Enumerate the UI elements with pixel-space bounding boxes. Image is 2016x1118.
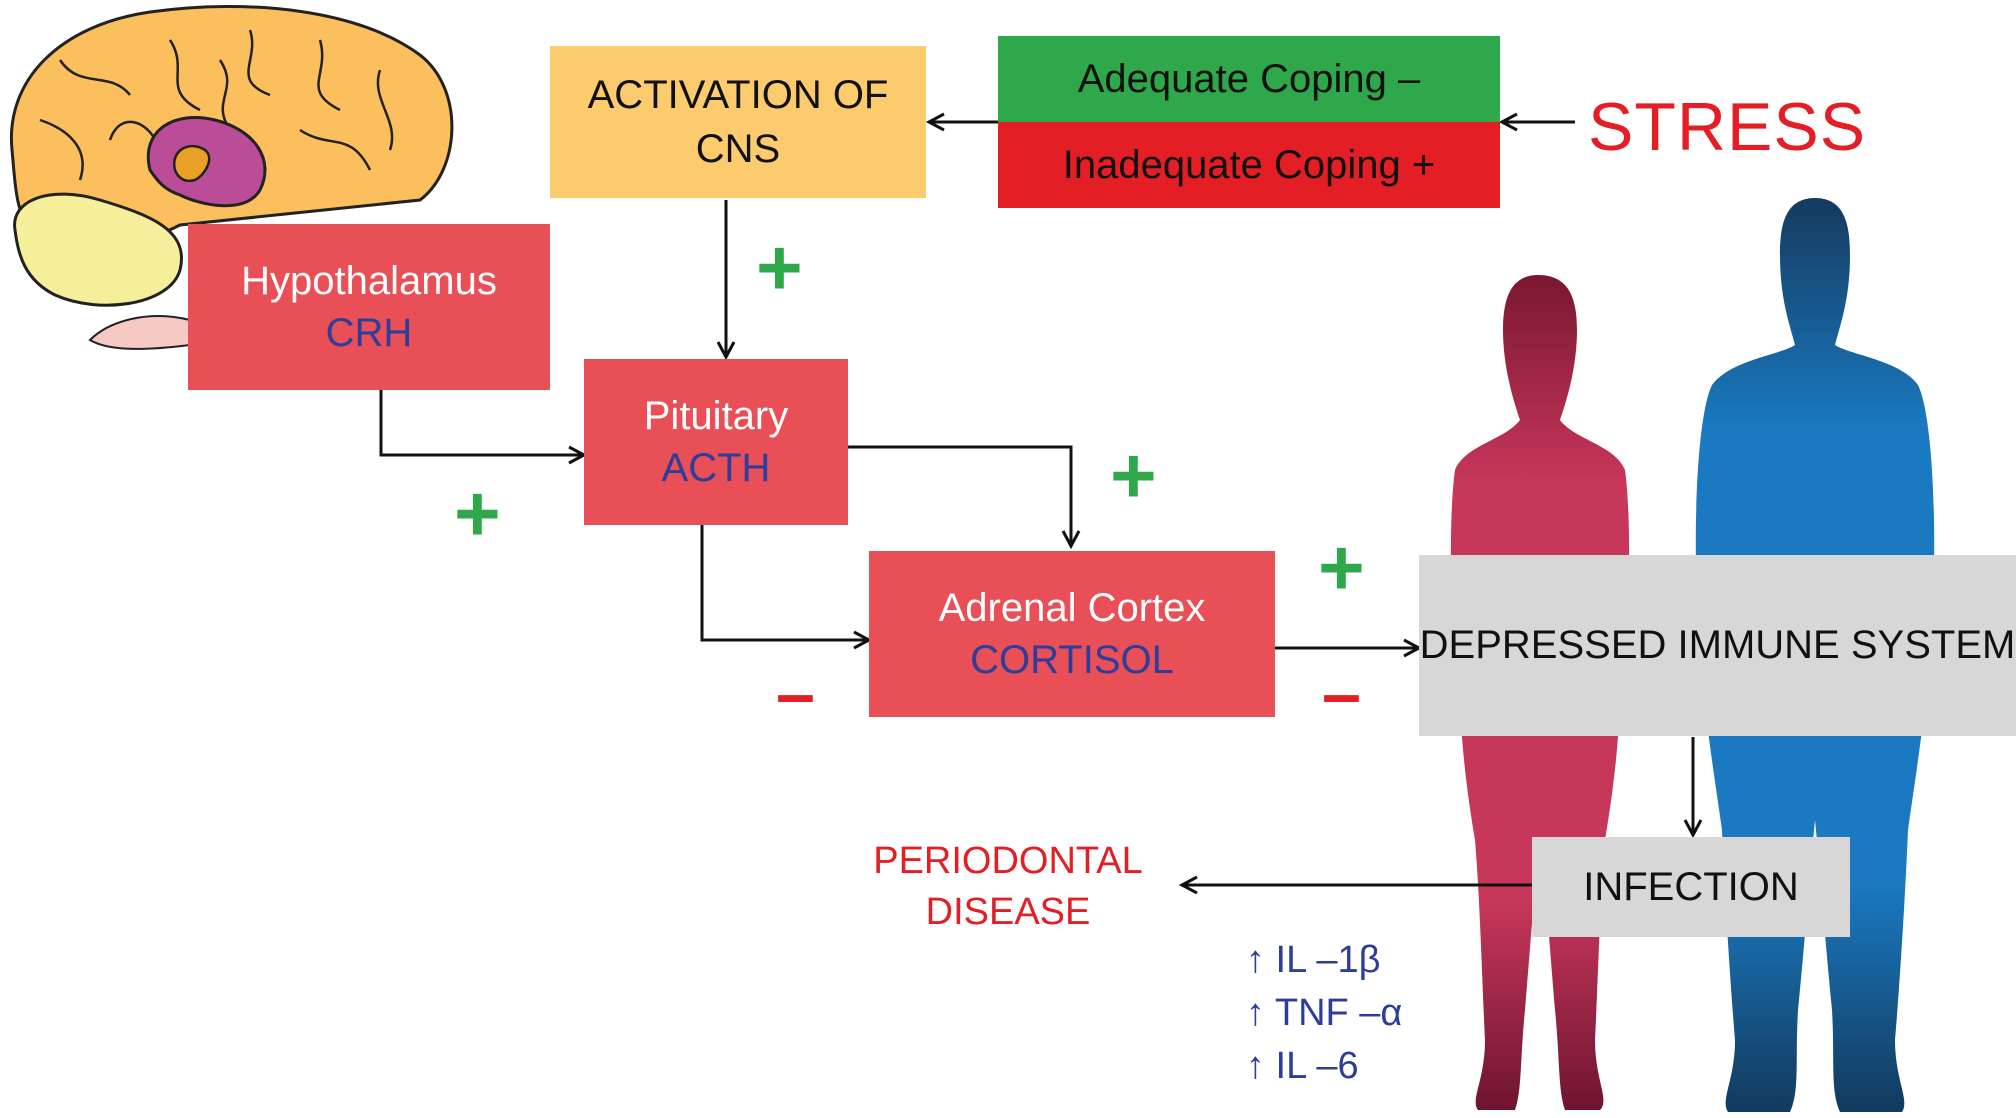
adrenal-cortex-name: Adrenal Cortex xyxy=(938,586,1206,630)
periodontal-line-2: DISEASE xyxy=(925,891,1091,934)
adrenal-cortex-box: Adrenal Cortex CORTISOL xyxy=(869,551,1275,717)
minus-sign-immune: – xyxy=(1322,654,1361,732)
acth-hormone: ACTH xyxy=(661,446,771,490)
brain-illustration xyxy=(9,5,454,350)
stress-label: STRESS xyxy=(1588,89,1867,165)
marker-tnf-a: ↑ TNF –α xyxy=(1246,992,1403,1035)
hypothalamus-name: Hypothalamus xyxy=(241,259,497,303)
depressed-immune-system-label: DEPRESSED IMMUNE SYSTEM xyxy=(1419,623,2016,667)
plus-sign-immune: + xyxy=(1318,523,1365,612)
periodontal-line-1: PERIODONTAL xyxy=(873,840,1143,882)
cortisol-hormone: CORTISOL xyxy=(970,638,1174,682)
plus-sign-cns: + xyxy=(756,223,803,312)
marker-il-6: ↑ IL –6 xyxy=(1246,1045,1359,1088)
adequate-coping-box: Adequate Coping – xyxy=(998,36,1500,122)
plus-sign-pituitary: + xyxy=(1110,431,1157,520)
marker-il-1b: ↑ IL –1β xyxy=(1246,939,1381,981)
inadequate-coping-label: Inadequate Coping + xyxy=(1062,142,1436,187)
pituitary-box: Pituitary ACTH xyxy=(584,359,848,525)
infection-label: INFECTION xyxy=(1583,864,1799,909)
periodontal-disease-label: PERIODONTAL DISEASE xyxy=(868,836,1148,939)
hypothalamus-box: Hypothalamus CRH xyxy=(188,224,550,390)
inadequate-coping-box: Inadequate Coping + xyxy=(998,122,1500,208)
cytokine-markers: ↑ IL –1β ↑ TNF –α ↑ IL –6 xyxy=(1246,934,1402,1094)
arrow-pituitary-to-adrenal-top xyxy=(848,445,1081,550)
depressed-immune-system-box: DEPRESSED IMMUNE SYSTEM xyxy=(1419,555,2016,736)
cns-line-2: CNS xyxy=(695,127,781,171)
cns-line-1: ACTIVATION OF xyxy=(587,73,889,117)
crh-hormone: CRH xyxy=(325,311,413,355)
infection-box: INFECTION xyxy=(1532,837,1850,937)
arrow-hypothalamus-to-pituitary xyxy=(379,390,588,465)
pituitary-name: Pituitary xyxy=(643,394,789,438)
arrow-pituitary-to-adrenal-side xyxy=(700,525,873,650)
cns-activation-box: ACTIVATION OF CNS xyxy=(550,46,926,198)
minus-sign-adrenal: – xyxy=(776,654,815,732)
plus-sign-hypothalamus: + xyxy=(454,469,501,558)
adequate-coping-label: Adequate Coping – xyxy=(1077,56,1421,101)
